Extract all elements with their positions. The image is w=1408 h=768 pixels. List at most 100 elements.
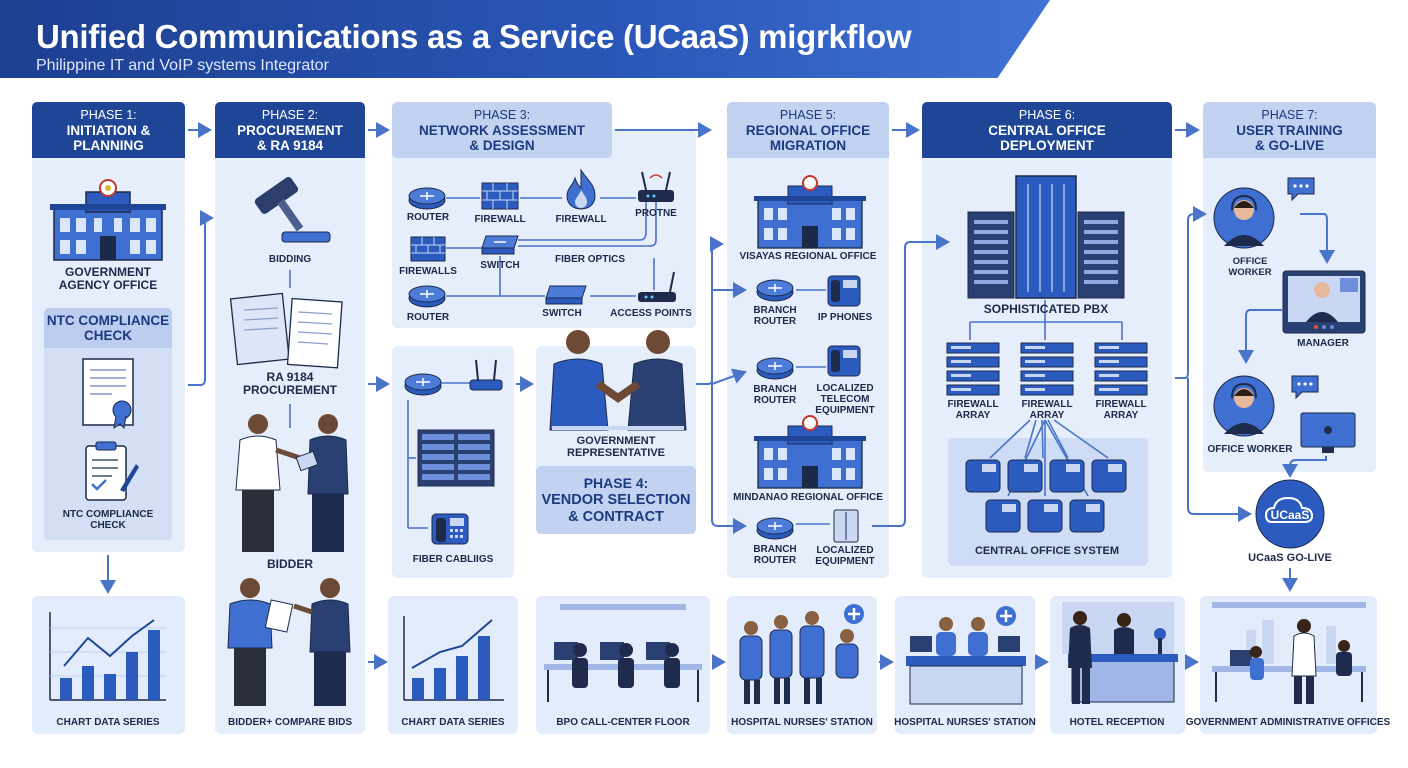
ucaas-cloud-badge-icon [1255,479,1325,549]
chart-data-series-icon-1 [49,612,166,701]
bottom-label-3: CHART DATA SERIES [401,717,505,728]
hospital-nurses-scene-icon-2 [906,606,1026,705]
phase-6-name-line2: DEPLOYMENT [1000,137,1094,153]
chat-bubble-icon-2 [1291,375,1319,400]
phase-6-header: PHASE 6: CENTRAL OFFICE DEPLOYMENT [922,102,1172,158]
bottom-panel-3 [388,596,518,734]
ntc-head-line2: CHECK [83,328,132,343]
desk-phones-icon [965,459,1127,533]
arrow-manager-worker [1238,309,1282,364]
arrow-worker-manager [1300,213,1335,264]
ip-phones-label: IP PHONES [817,312,873,323]
phase-2-header: PHASE 2: PROCUREMENT & RA 9184 [215,102,365,158]
bottom-label-5: HOSPITAL NURSES' STATION [731,717,873,728]
documents-icon [229,292,343,369]
phase-1-number: PHASE 1: [80,107,137,122]
arrow-p5-p6b [872,234,950,527]
telecom-equipment-icon [827,345,861,377]
switch-icon [481,235,519,255]
page-subtitle: Philippine IT and VoIP systems Integrato… [36,57,329,74]
pbx-tower-icon [967,175,1125,299]
switch-label-1: SWITCH [480,260,520,271]
phase-1-name-line1: INITIATION & [66,122,151,138]
office-worker-label-2: OFFICE WORKER [1207,444,1293,455]
bidding-label: BIDDING [268,254,312,265]
branch-router-icon-2 [756,357,794,380]
ntc-compliance-header: NTC COMPLIANCE CHECK [44,308,172,348]
phase-1-header: PHASE 1: INITIATION & PLANNING [32,102,185,158]
branch-router-icon-3 [756,517,794,540]
bottom-label-2: BIDDER+ COMPARE BIDS [228,717,352,728]
firewall-label-1: FIREWALL [474,214,526,225]
bottom-label-6: HOSPITAL NURSES' STATION [894,717,1036,728]
office-worker-headset-icon-2 [1213,375,1275,437]
gavel-icon [254,177,331,243]
firewall-label-2: FIREWALL [555,214,607,225]
server-rack-icon [417,429,495,487]
hotel-reception-scene-icon [1062,602,1178,704]
fiber-optics-label: FIBER OPTICS [554,254,626,265]
phase-5-name-line2: MIGRATION [769,137,847,153]
monitor-icon [1300,412,1356,453]
visayas-regional-office-label: VISAYAS REGIONAL OFFICE [739,251,877,262]
arrow-p4-visayas [696,236,724,385]
ntc-head-line1: NTC COMPLIANCE [46,313,170,328]
chart-data-series-icon-2 [403,616,504,701]
router-icon-2 [408,285,446,308]
chat-bubble-icon-1 [1287,177,1315,202]
phase-4-header: PHASE 4: VENDOR SELECTION & CONTRACT [536,466,696,534]
page-title: Unified Communications as a Service (UCa… [36,18,912,55]
compare-bids-people-icon [227,578,351,706]
bottom-label-1: CHART DATA SERIES [56,717,160,728]
phase-2-number: PHASE 2: [261,107,319,122]
access-points-label: ACCESS POINTS [610,308,692,319]
wifi-router-icon [469,359,503,391]
fiber-cabling-label: FIBER CABLIIGS [412,554,494,565]
firewall-icon-2 [410,236,446,262]
phase-4-name-line2: & CONTRACT [568,508,664,525]
firewall-array-icon-2 [1020,342,1074,396]
switch-icon-2 [545,285,587,305]
certificate-icon [82,358,134,430]
phase-1-name-line2: PLANNING [73,137,144,153]
router-label-2: ROUTER [406,312,450,323]
sophisticated-pbx-label: SOPHISTICATED PBX [983,302,1109,316]
phase-3-number: PHASE 3: [473,107,531,122]
phase-3-name-line1: NETWORK ASSESSMENT [418,122,585,138]
ucaas-badge-text: UCaaS [1270,508,1310,522]
phase-3-header: PHASE 3: NETWORK ASSESSMENT & DESIGN [392,102,612,158]
phase-4-number: PHASE 4: [583,474,649,491]
clipboard-check-icon [85,441,139,501]
phase-2-name-line1: PROCUREMENT [237,122,343,138]
bottom-label-8: GOVERNMENT ADMINISTRATIVE OFFICES [1185,717,1391,728]
phase-7-number: PHASE 7: [1261,107,1318,122]
phase-7-name-line1: USER TRAINING [1236,122,1343,138]
switch-label-2: SWITCH [542,308,582,319]
mindanao-office-building-icon [754,415,866,489]
phase-2-name-line2: & RA 9184 [256,137,324,153]
arrow-p6-p7a [1175,206,1207,379]
fire-icon [566,168,596,210]
bidder-label: BIDDER [266,557,314,571]
phase-6-number: PHASE 6: [1018,107,1076,122]
phase-5-header: PHASE 5: REGIONAL OFFICE MIGRATION [727,102,889,158]
router-icon-3 [404,373,442,396]
handshake-icon [549,330,687,431]
government-building-icon [50,179,166,261]
office-worker-headset-icon-1 [1213,187,1275,249]
firewalls-label: FIREWALLS [399,266,457,277]
ip-phone-icon [431,513,469,545]
phase-4-name-line1: VENDOR SELECTION [541,491,691,508]
